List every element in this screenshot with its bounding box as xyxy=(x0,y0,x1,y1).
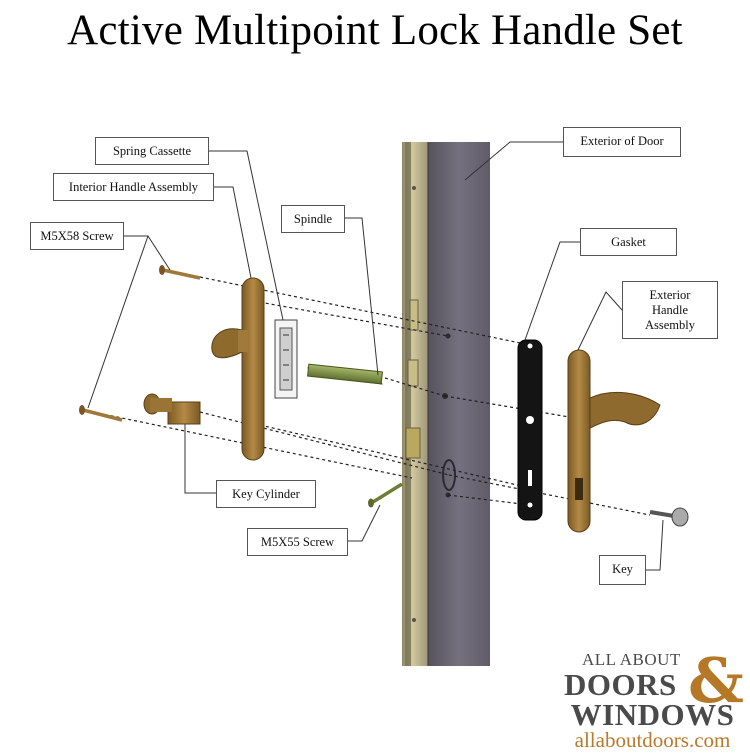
key-cylinder xyxy=(143,393,201,425)
callout-m5x58-screw: M5X58 Screw xyxy=(30,222,124,250)
brand-url: allaboutdoors.com xyxy=(574,728,731,752)
callout-leaders xyxy=(87,141,664,571)
door-inner-edge xyxy=(405,142,411,666)
callout-spring-cassette: Spring Cassette xyxy=(95,137,209,165)
m5x55-screw xyxy=(368,482,403,508)
gasket xyxy=(517,339,543,521)
brand-logo: ALL ABOUT & DOORS WINDOWS allaboutdoors.… xyxy=(560,644,745,753)
exterior-handle-line-1: Exterior xyxy=(649,288,691,302)
brand-line-1: ALL ABOUT xyxy=(582,650,681,669)
callout-m5x55-screw: M5X55 Screw xyxy=(247,528,348,556)
callout-key: Key xyxy=(599,555,646,585)
callout-exterior-of-door: Exterior of Door xyxy=(563,127,681,157)
callout-key-cylinder: Key Cylinder xyxy=(216,480,316,508)
callout-gasket: Gasket xyxy=(580,228,677,256)
callout-spindle: Spindle xyxy=(281,205,345,233)
brand-ampersand: & xyxy=(688,644,744,717)
exterior-handle-line-3: Assembly xyxy=(645,318,695,332)
callout-exterior-handle-assembly: Exterior Handle Assembly xyxy=(622,281,718,339)
door xyxy=(402,142,490,666)
spring-cassette xyxy=(274,319,298,399)
exterior-handle-line-2: Handle xyxy=(651,303,689,317)
exterior-handle-assembly xyxy=(567,349,661,533)
key xyxy=(649,507,689,527)
page-title: Active Multipoint Lock Handle Set xyxy=(67,7,683,54)
m5x58-screw-upper xyxy=(159,265,201,280)
interior-handle-assembly xyxy=(211,277,265,461)
brand-line-3: WINDOWS xyxy=(570,697,735,732)
door-cylinder-hole xyxy=(442,459,456,491)
door-face xyxy=(428,142,490,666)
brand-line-2: DOORS xyxy=(564,667,677,702)
spindle xyxy=(307,363,383,385)
m5x58-screw-lower xyxy=(79,405,123,422)
callout-interior-handle-assembly: Interior Handle Assembly xyxy=(53,173,214,201)
